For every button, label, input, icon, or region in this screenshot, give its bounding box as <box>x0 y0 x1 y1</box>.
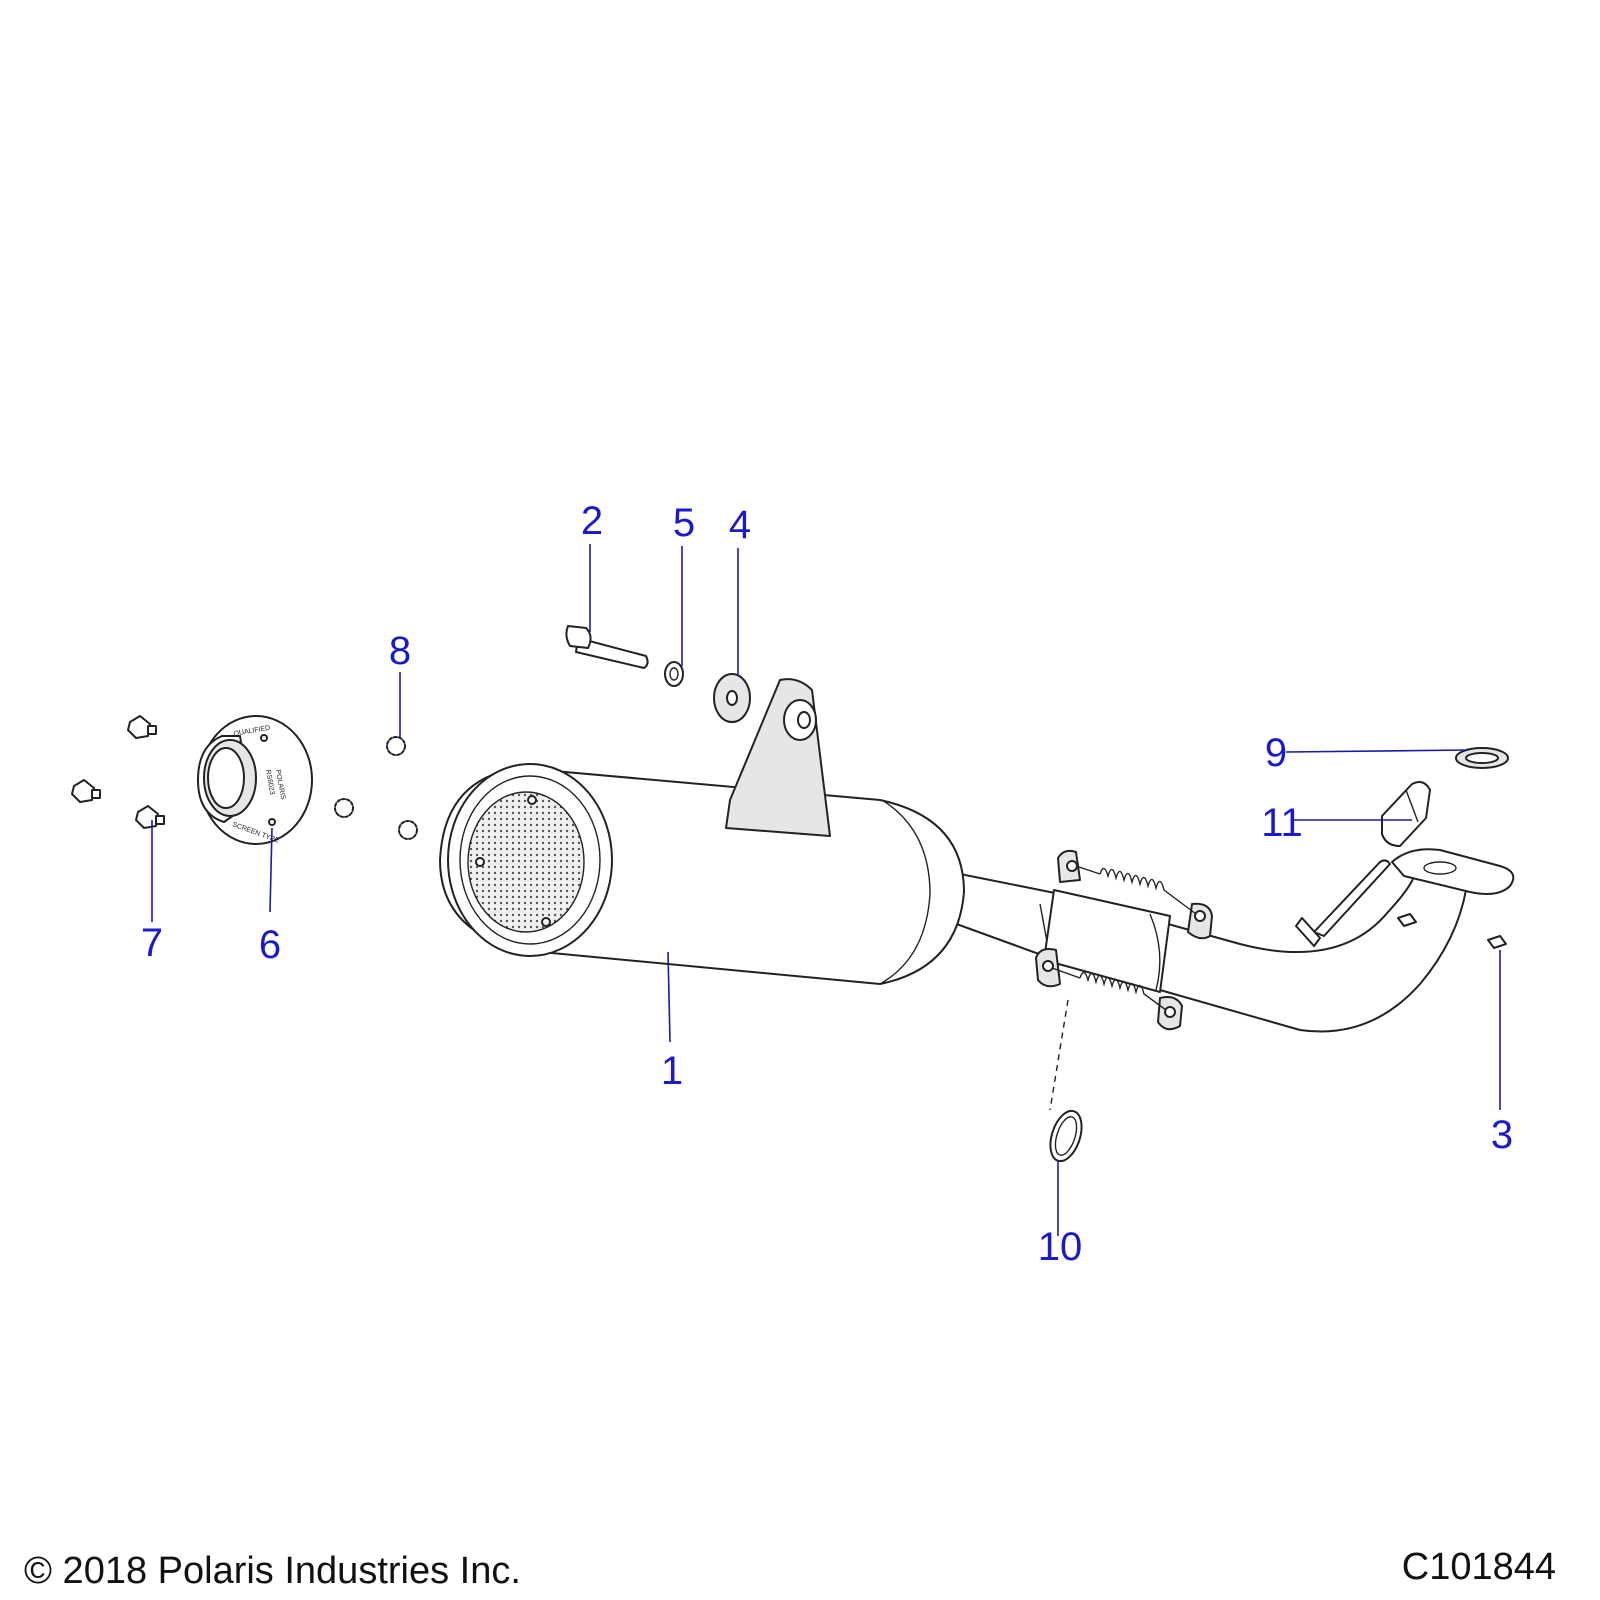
callout-9: 9 <box>1265 731 1287 775</box>
figure-id: C101844 <box>1401 1546 1556 1588</box>
flat-washer <box>713 673 751 723</box>
callout-3: 3 <box>1491 1113 1513 1157</box>
arrestor-marking-2: RS6023 <box>264 769 275 795</box>
star-nuts <box>334 736 418 840</box>
head-pipe <box>939 848 1515 1033</box>
screw-upper <box>127 715 157 739</box>
gasket-alignment-dashline <box>1049 999 1069 1111</box>
spring-bracket-lower <box>1035 948 1183 1031</box>
leader-lines <box>151 544 1501 1236</box>
spring-upper <box>1075 865 1197 915</box>
callout-7: 7 <box>141 921 163 965</box>
lock-washer <box>664 661 684 687</box>
bolt <box>565 625 649 669</box>
oxygen-sensor <box>1295 781 1431 947</box>
screw-lower <box>135 805 165 829</box>
exhaust-gasket <box>1049 1109 1083 1163</box>
sensor-gasket <box>1455 747 1509 769</box>
callout-1: 1 <box>661 1049 683 1093</box>
callout-6: 6 <box>259 923 281 967</box>
callout-2: 2 <box>581 499 603 543</box>
spring-bracket-upper <box>1057 849 1213 940</box>
callout-10: 10 <box>1038 1225 1083 1269</box>
muffler-body <box>439 678 965 985</box>
copyright-notice: © 2018 Polaris Industries Inc. <box>24 1550 521 1592</box>
screw-left <box>71 779 101 803</box>
callout-11: 11 <box>1261 801 1303 845</box>
callout-8: 8 <box>389 629 411 673</box>
spring-lower <box>1051 967 1167 1011</box>
callout-5: 5 <box>673 501 695 545</box>
clip-right <box>1397 913 1507 949</box>
callout-4: 4 <box>729 503 751 547</box>
spark-arrestor-insert: POLARIS RS6023 SCREEN TYPE QUALIFIED <box>197 715 313 845</box>
callouts: 1 2 3 4 5 6 7 8 9 10 11 <box>141 499 1513 1269</box>
